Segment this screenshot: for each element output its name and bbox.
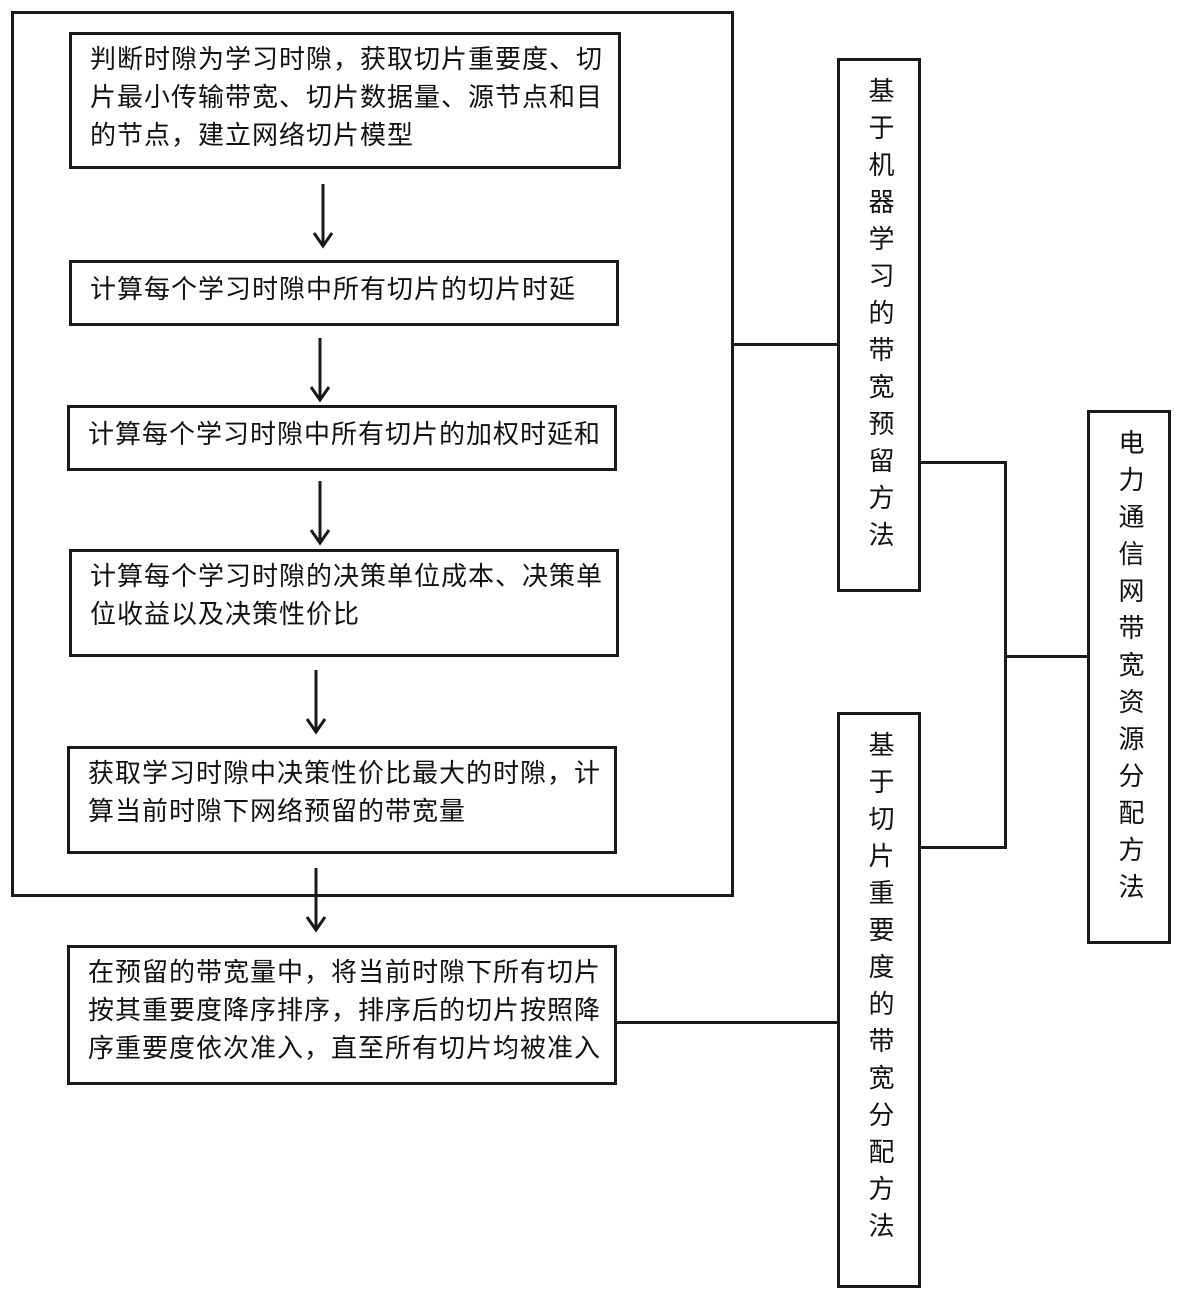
step-3-text: 计算每个学习时隙中所有切片的加权时延和 bbox=[88, 420, 602, 450]
step-5-text: 获取学习时隙中决策性价比最大的时隙，计算当前时隙下网络预留的带宽量 bbox=[88, 759, 602, 827]
overall-method-label-box: 电力通信网带宽资源分配方法 bbox=[1087, 410, 1171, 944]
step-6-box: 在预留的带宽量中，将当前时隙下所有切片按其重要度降序排序，排序后的切片按照降序重… bbox=[67, 945, 617, 1085]
step-4-box: 计算每个学习时隙的决策单位成本、决策单位收益以及决策性价比 bbox=[69, 549, 619, 657]
overall-method-label: 电力通信网带宽资源分配方法 bbox=[1114, 429, 1144, 910]
step-4-text: 计算每个学习时隙的决策单位成本、决策单位收益以及决策性价比 bbox=[90, 562, 604, 630]
connector-allocation-to-bracket bbox=[921, 846, 1007, 849]
step-1-box: 判断时隙为学习时隙，获取切片重要度、切片最小传输带宽、切片数据量、源节点和目的节… bbox=[69, 32, 621, 169]
step-2-text: 计算每个学习时隙中所有切片的切片时延 bbox=[90, 275, 577, 305]
step-2-box: 计算每个学习时隙中所有切片的切片时延 bbox=[69, 260, 619, 326]
reservation-method-label-box: 基于机器学习的带宽预留方法 bbox=[837, 58, 921, 592]
reservation-group-frame bbox=[11, 11, 734, 897]
step-3-box: 计算每个学习时隙中所有切片的加权时延和 bbox=[67, 405, 617, 471]
step-5-box: 获取学习时隙中决策性价比最大的时隙，计算当前时隙下网络预留的带宽量 bbox=[67, 746, 617, 854]
allocation-method-label-box: 基于切片重要度的带宽分配方法 bbox=[837, 712, 921, 1288]
reservation-method-label: 基于机器学习的带宽预留方法 bbox=[864, 77, 894, 558]
step-6-text: 在预留的带宽量中，将当前时隙下所有切片按其重要度降序排序，排序后的切片按照降序重… bbox=[88, 958, 602, 1064]
connector-bracket-to-overall bbox=[1004, 655, 1087, 658]
connector-step6-to-allocation bbox=[617, 1021, 838, 1024]
step-1-text: 判断时隙为学习时隙，获取切片重要度、切片最小传输带宽、切片数据量、源节点和目的节… bbox=[90, 45, 604, 151]
allocation-method-label: 基于切片重要度的带宽分配方法 bbox=[864, 731, 894, 1249]
connector-frame-to-reservation bbox=[734, 343, 838, 346]
connector-reservation-to-bracket bbox=[921, 461, 1007, 464]
